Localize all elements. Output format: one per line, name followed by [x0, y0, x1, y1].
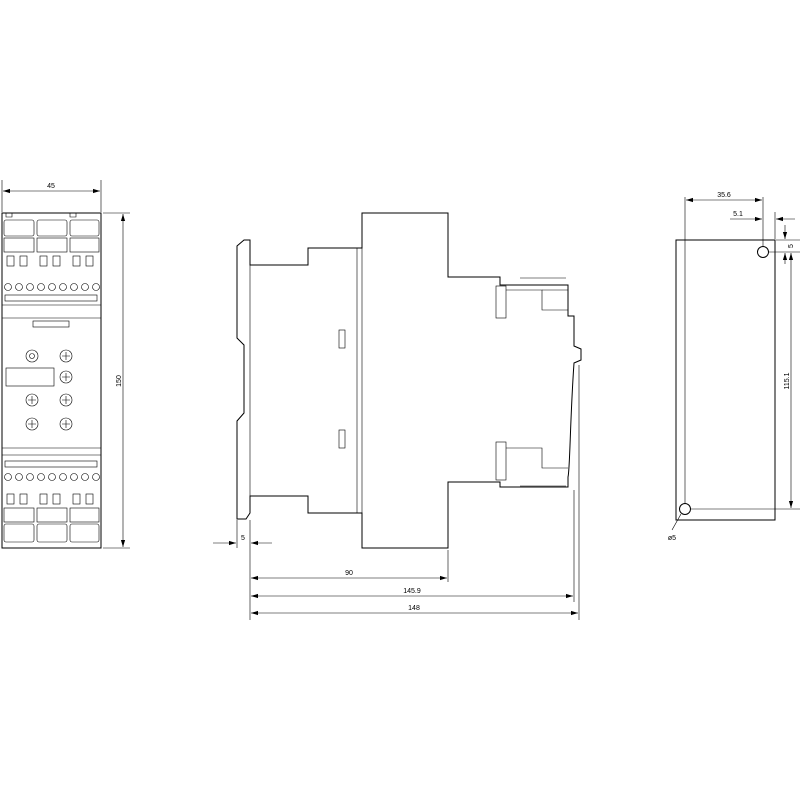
- top-terminal-clips: [3, 213, 100, 267]
- side-slot-lower: [338, 429, 346, 449]
- mounting-plate: [675, 239, 776, 521]
- mounting-hole-bottom: [679, 503, 691, 515]
- upper-connector: [495, 277, 568, 319]
- mounting-height-label: 115.1: [784, 372, 791, 389]
- front-housing: [1, 212, 102, 549]
- depth-label-2: 145.9: [403, 588, 421, 595]
- mounting-width-label: 35.6: [717, 192, 731, 199]
- depth-label-1: 90: [345, 570, 353, 577]
- display-window: [5, 367, 55, 387]
- side-view: 5 90 145.9 148: [213, 212, 582, 620]
- offset-label: 5: [241, 535, 245, 542]
- lower-connector: [495, 441, 568, 487]
- top-screw-row: [4, 283, 100, 302]
- side-profile-outline: [236, 212, 582, 549]
- mounting-view: 35.6 5.1 5 115.1 ø5: [668, 192, 800, 542]
- depth-label-3: 148: [408, 605, 420, 612]
- bottom-screw-row: [4, 460, 100, 481]
- label-slot: [32, 320, 70, 328]
- hole-offset-y-label: 5: [788, 244, 795, 248]
- hole-offset-x-label: 5.1: [733, 211, 743, 218]
- side-slot-upper: [338, 329, 346, 349]
- control-panel: [5, 349, 73, 431]
- mounting-hole-top: [757, 246, 769, 258]
- front-height-label: 150: [116, 375, 123, 387]
- hole-diameter-label: ø5: [668, 535, 676, 542]
- hole-diameter-leader: [671, 513, 682, 531]
- front-width-label: 45: [47, 183, 55, 190]
- front-view: 45 150: [1, 180, 130, 549]
- bottom-terminal-clips: [3, 493, 100, 543]
